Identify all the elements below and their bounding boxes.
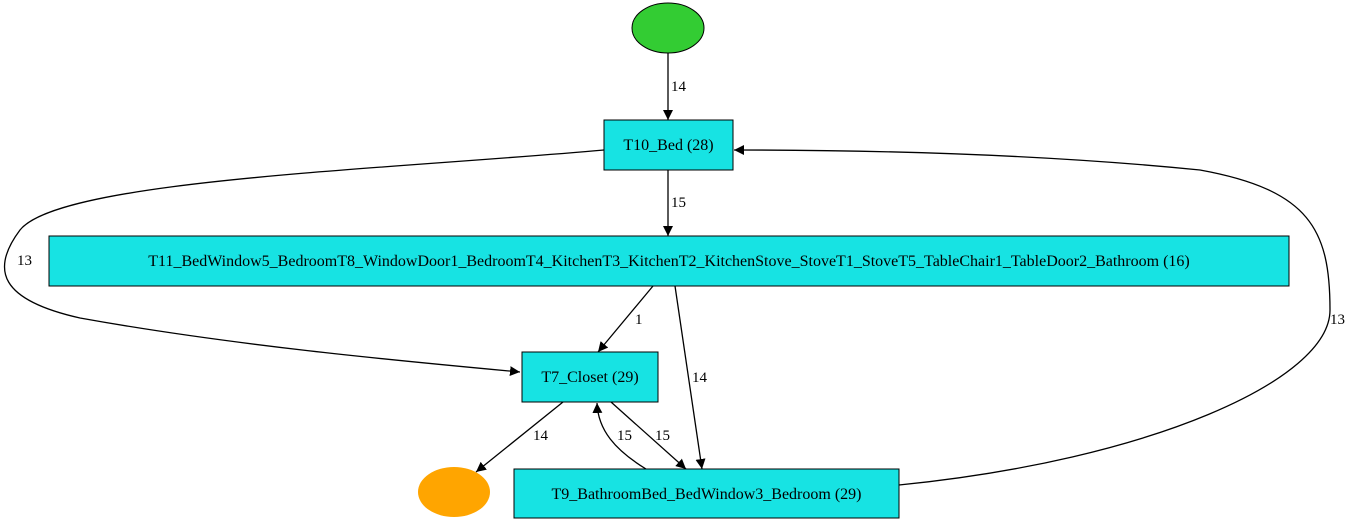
edge-t10-to-t7[interactable] <box>3 149 605 377</box>
node-t7[interactable]: T7_Closet (29) <box>521 351 659 403</box>
node-t11[interactable]: T11_BedWindow5_BedroomT8_WindowDoor1_Bed… <box>48 235 1290 287</box>
node-t9-label: T9_BathroomBed_BedWindow3_Bedroom (29) <box>552 486 862 503</box>
nodes: T10_Bed (28) T11_BedWindow5_BedroomT8_Wi… <box>48 2 1290 519</box>
edge-t9-to-t10[interactable] <box>733 145 1331 486</box>
node-t11-label: T11_BedWindow5_BedroomT8_WindowDoor1_Bed… <box>148 253 1189 270</box>
edge-label-t10-t11: 15 <box>671 195 686 211</box>
edges <box>3 53 1331 486</box>
edge-label-t9-t10: 13 <box>1330 312 1345 328</box>
edge-t7-to-end[interactable] <box>475 401 564 473</box>
edge-label-t7-t9: 15 <box>655 428 670 444</box>
edge-label-t7-end: 14 <box>533 428 549 444</box>
edge-label-start-t10: 14 <box>671 79 687 95</box>
edge-label-t10-t7: 13 <box>17 253 32 269</box>
edge-label-t11-t9: 14 <box>692 370 708 386</box>
node-t10-label: T10_Bed (28) <box>623 137 713 154</box>
edge-label-t11-t7: 1 <box>635 312 643 328</box>
edge-t7-to-t9[interactable] <box>610 401 687 470</box>
end-node[interactable] <box>418 467 490 517</box>
edge-labels: 14 15 13 1 14 14 15 15 13 <box>17 79 1345 444</box>
edge-label-t9-t7: 15 <box>617 428 632 444</box>
node-t10[interactable]: T10_Bed (28) <box>603 119 734 171</box>
edge-t11-to-t7[interactable] <box>597 285 654 353</box>
node-t9[interactable]: T9_BathroomBed_BedWindow3_Bedroom (29) <box>513 468 900 519</box>
start-node[interactable] <box>631 2 705 54</box>
edge-t9-to-t7[interactable] <box>592 402 647 470</box>
edge-t11-to-t9[interactable] <box>674 285 706 470</box>
node-t7-label: T7_Closet (29) <box>541 369 638 386</box>
